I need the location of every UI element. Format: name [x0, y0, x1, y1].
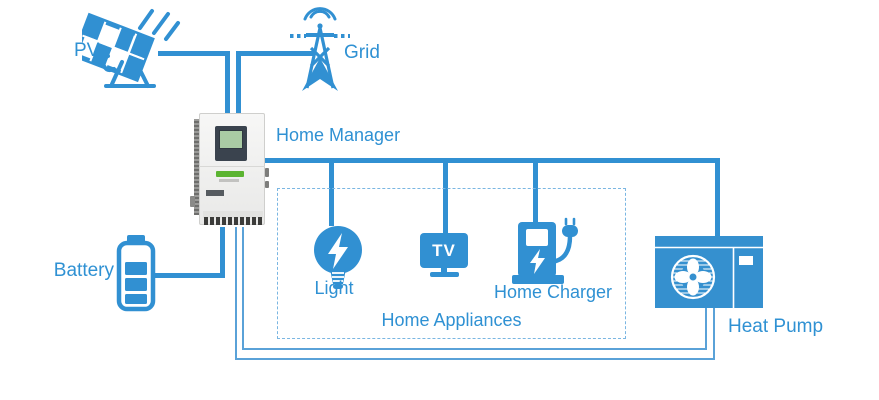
thin-loop-inner-right-vertical — [705, 308, 707, 350]
home-manager-label: Home Manager — [276, 125, 401, 145]
main-bus-line — [264, 158, 720, 163]
tv-drop-line — [443, 158, 448, 234]
thin-loop-inner-left-vertical — [242, 227, 244, 350]
light-drop-line — [329, 158, 334, 226]
inverter-side-knob — [265, 168, 269, 177]
inverter-side-connector — [190, 196, 195, 207]
transmission-tower-icon — [290, 7, 350, 91]
grid-label: Grid — [344, 42, 380, 63]
home-appliances-group-box — [277, 188, 626, 339]
tv-screen-text: TV — [432, 240, 456, 260]
home-charger-label: Home Charger — [493, 282, 613, 302]
light-label: Light — [314, 278, 354, 298]
grid-line-horizontal — [236, 51, 314, 56]
inverter-divider — [199, 166, 265, 167]
inverter-logo-subtext — [219, 179, 239, 182]
solar-panel-icon — [82, 9, 180, 88]
heat-pump-label: Heat Pump — [728, 316, 824, 337]
charger-drop-line — [533, 158, 538, 222]
tv-stand-base — [430, 272, 459, 277]
pv-label: PV — [74, 40, 100, 61]
light-bulb-icon — [314, 226, 362, 289]
tv-stand-pole — [441, 268, 447, 273]
inverter-heatsink — [194, 119, 200, 215]
thin-loop-outer-horizontal — [235, 358, 715, 360]
inverter-side-knob — [265, 181, 269, 188]
battery-icon — [116, 235, 156, 312]
home-appliances-label: Home Appliances — [381, 310, 522, 330]
inverter-lcd — [219, 130, 243, 149]
thin-loop-outer-right-vertical — [713, 308, 715, 360]
inverter-logo — [216, 171, 244, 177]
thin-loop-outer-left-vertical — [235, 227, 237, 360]
pv-line-horizontal — [158, 51, 230, 56]
inverter-bottom-strip — [203, 211, 263, 218]
thin-loop-inner-horizontal — [242, 348, 707, 350]
inverter-connectors — [204, 217, 262, 225]
battery-line-vertical — [220, 227, 225, 278]
inverter-rating-label — [206, 190, 224, 196]
heat-pump-icon — [655, 236, 763, 308]
grid-line-vertical — [236, 51, 241, 114]
tv-icon: TV — [420, 233, 468, 268]
battery-label: Battery — [53, 260, 114, 281]
pv-line-vertical — [225, 51, 230, 114]
heat-pump-drop-line — [715, 158, 720, 236]
ev-charger-icon — [512, 217, 578, 284]
battery-line-horizontal — [155, 273, 225, 278]
